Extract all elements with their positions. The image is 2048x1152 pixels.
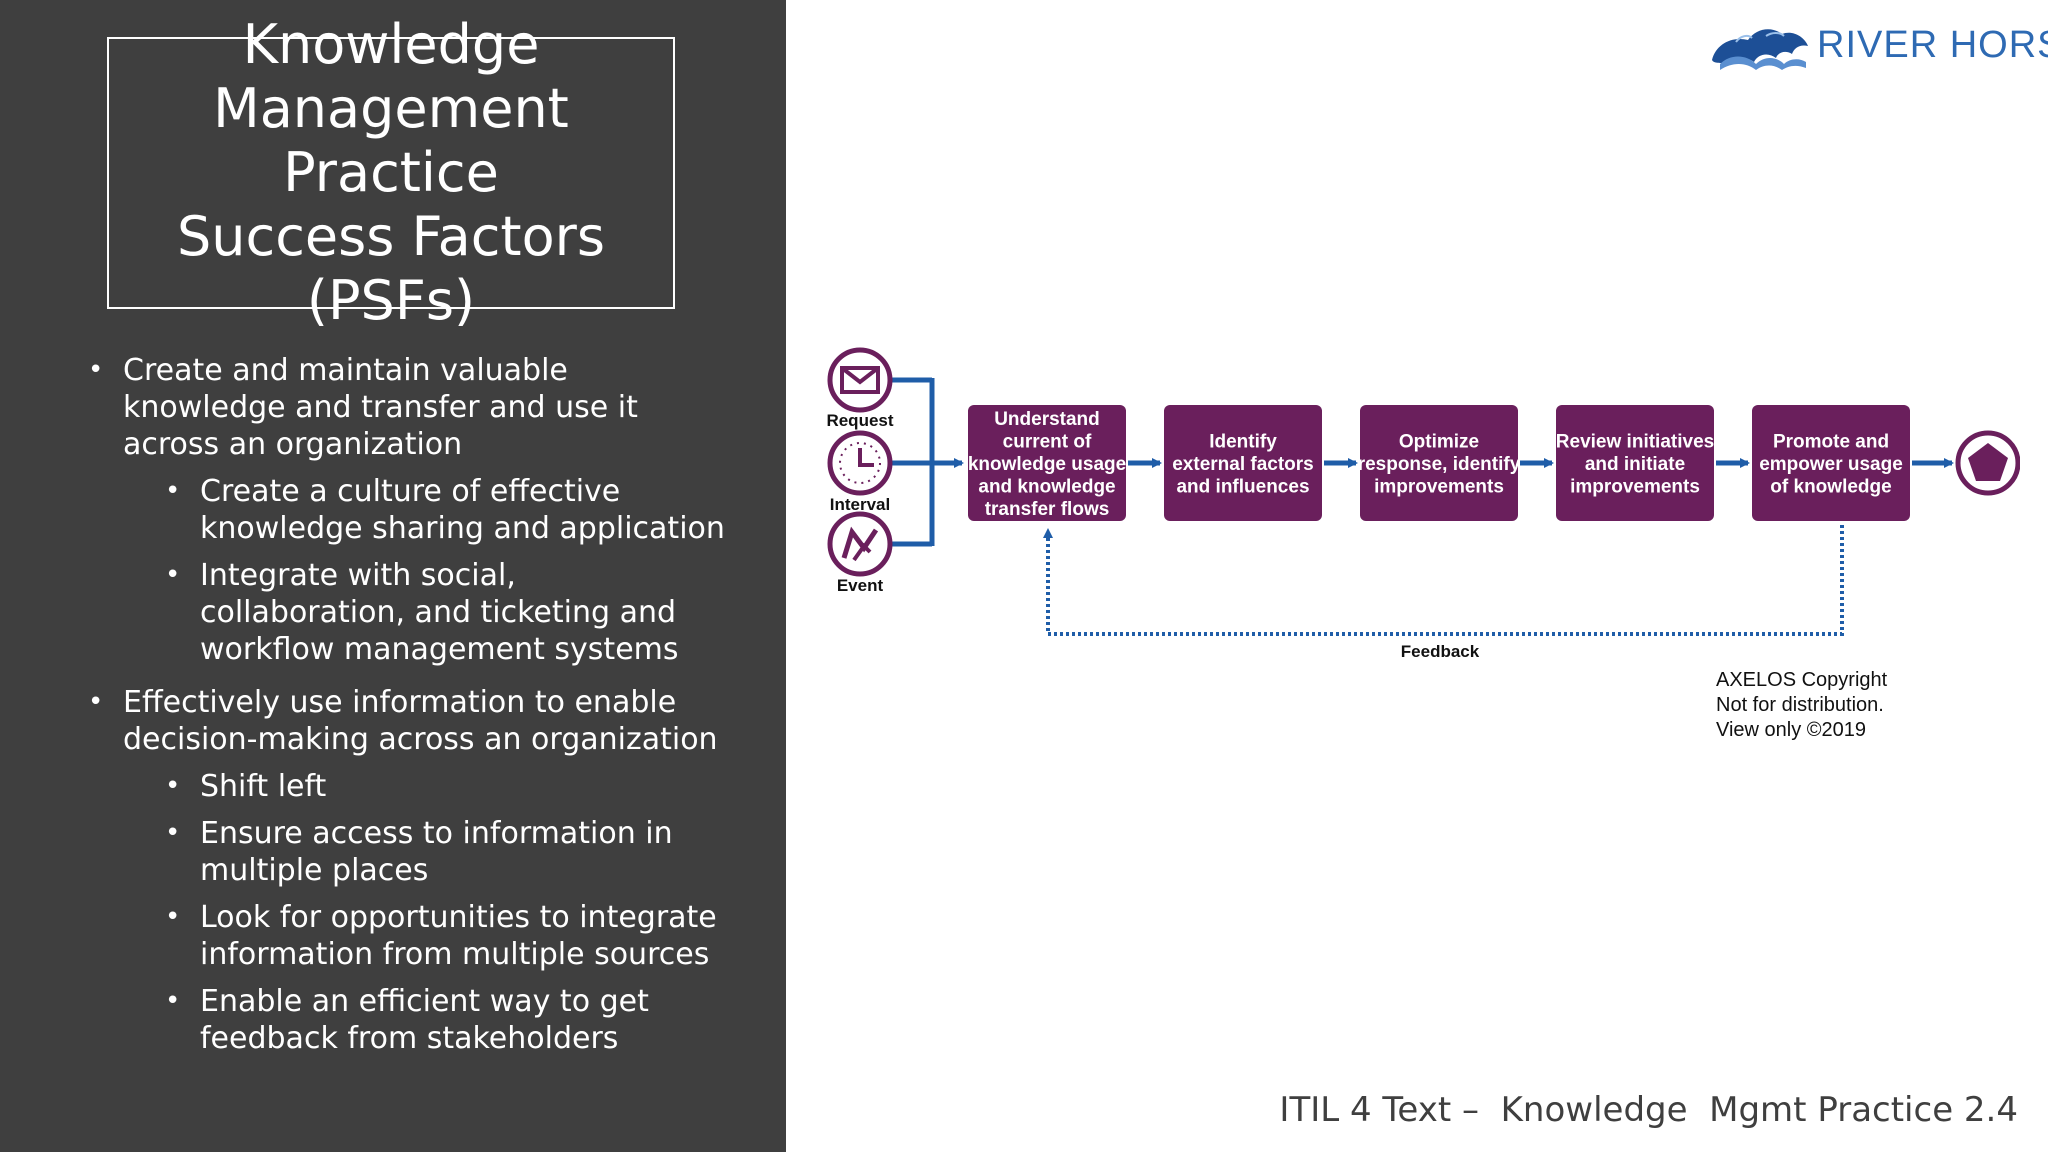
title-line: Knowledge bbox=[242, 13, 540, 76]
step-label-line: improvements bbox=[1374, 477, 1504, 498]
pentagon-end-icon bbox=[1968, 443, 2008, 481]
copyright-line: AXELOS Copyright bbox=[1716, 669, 1888, 691]
bullet-list: Create and maintain valuable knowledge a… bbox=[88, 352, 728, 1067]
river-horse-logo: RIVER HORSE bbox=[1706, 18, 2048, 78]
step-label-line: external factors bbox=[1172, 454, 1314, 475]
trigger-label: Event bbox=[837, 576, 884, 595]
copyright-notice: AXELOS Copyright Not for distribution. V… bbox=[1716, 668, 1887, 743]
step-label-line: response, identify bbox=[1358, 454, 1521, 475]
sub-bullet-item: Look for opportunities to integrate info… bbox=[88, 899, 728, 973]
step-label-line: Promote and bbox=[1773, 432, 1889, 453]
sub-bullet-item: Enable an efficient way to get feedback … bbox=[88, 983, 728, 1057]
feedback-loop: Feedback bbox=[1043, 525, 1844, 661]
step-label-line: current of bbox=[1003, 432, 1092, 453]
trigger-interval: Interval bbox=[827, 430, 893, 514]
envelope-icon bbox=[840, 366, 880, 394]
bullet-item: Effectively use information to enable de… bbox=[88, 684, 728, 758]
sub-bullet-item: Ensure access to information in multiple… bbox=[88, 815, 728, 889]
step-label-line: and influences bbox=[1176, 477, 1309, 498]
copyright-line: View only ©2019 bbox=[1716, 719, 1867, 741]
trigger-event: Event bbox=[827, 511, 893, 595]
step-label-line: improvements bbox=[1570, 477, 1700, 498]
step-label-line: of knowledge bbox=[1770, 477, 1891, 498]
step-label-line: Optimize bbox=[1399, 432, 1479, 453]
step-label-line: and knowledge bbox=[978, 477, 1115, 498]
page-title: Knowledge Management Practice Success Fa… bbox=[109, 13, 673, 333]
process-diagram: Request Interval Event Understandcurrent… bbox=[826, 347, 2020, 661]
logo-text: RIVER HORSE bbox=[1817, 24, 2048, 66]
step-label-line: transfer flows bbox=[985, 499, 1110, 520]
title-box: Knowledge Management Practice Success Fa… bbox=[107, 13, 675, 332]
copyright-line: Not for distribution. bbox=[1716, 694, 1884, 716]
trigger-request: Request bbox=[826, 347, 894, 430]
step-label-line: Review initiatives bbox=[1556, 432, 1714, 453]
trigger-label: Request bbox=[826, 411, 893, 430]
footer-caption: ITIL 4 Text – Knowledge Mgmt Practice 2.… bbox=[1279, 1090, 2018, 1130]
bullet-item: Create and maintain valuable knowledge a… bbox=[88, 352, 728, 463]
hippo-wave-icon bbox=[1712, 29, 1808, 70]
left-panel: Knowledge Management Practice Success Fa… bbox=[0, 0, 786, 1152]
feedback-label: Feedback bbox=[1401, 642, 1480, 661]
sub-bullet-item: Shift left bbox=[88, 768, 728, 805]
lightning-icon bbox=[841, 526, 879, 562]
title-line: Management Practice bbox=[213, 77, 569, 204]
sub-bullet-item: Integrate with social, collaboration, an… bbox=[88, 557, 728, 668]
step-label-line: Identify bbox=[1209, 432, 1277, 453]
process-end bbox=[1955, 430, 2020, 496]
title-line: Success Factors (PSFs) bbox=[177, 205, 605, 332]
step-label-line: and initiate bbox=[1585, 454, 1685, 475]
step-label-line: empower usage bbox=[1759, 454, 1903, 475]
clock-icon bbox=[839, 442, 881, 484]
step-label-line: Understand bbox=[994, 409, 1100, 430]
trigger-label: Interval bbox=[830, 495, 890, 514]
sub-bullet-item: Create a culture of effective knowledge … bbox=[88, 473, 728, 547]
step-label-line: knowledge usage bbox=[968, 454, 1126, 475]
